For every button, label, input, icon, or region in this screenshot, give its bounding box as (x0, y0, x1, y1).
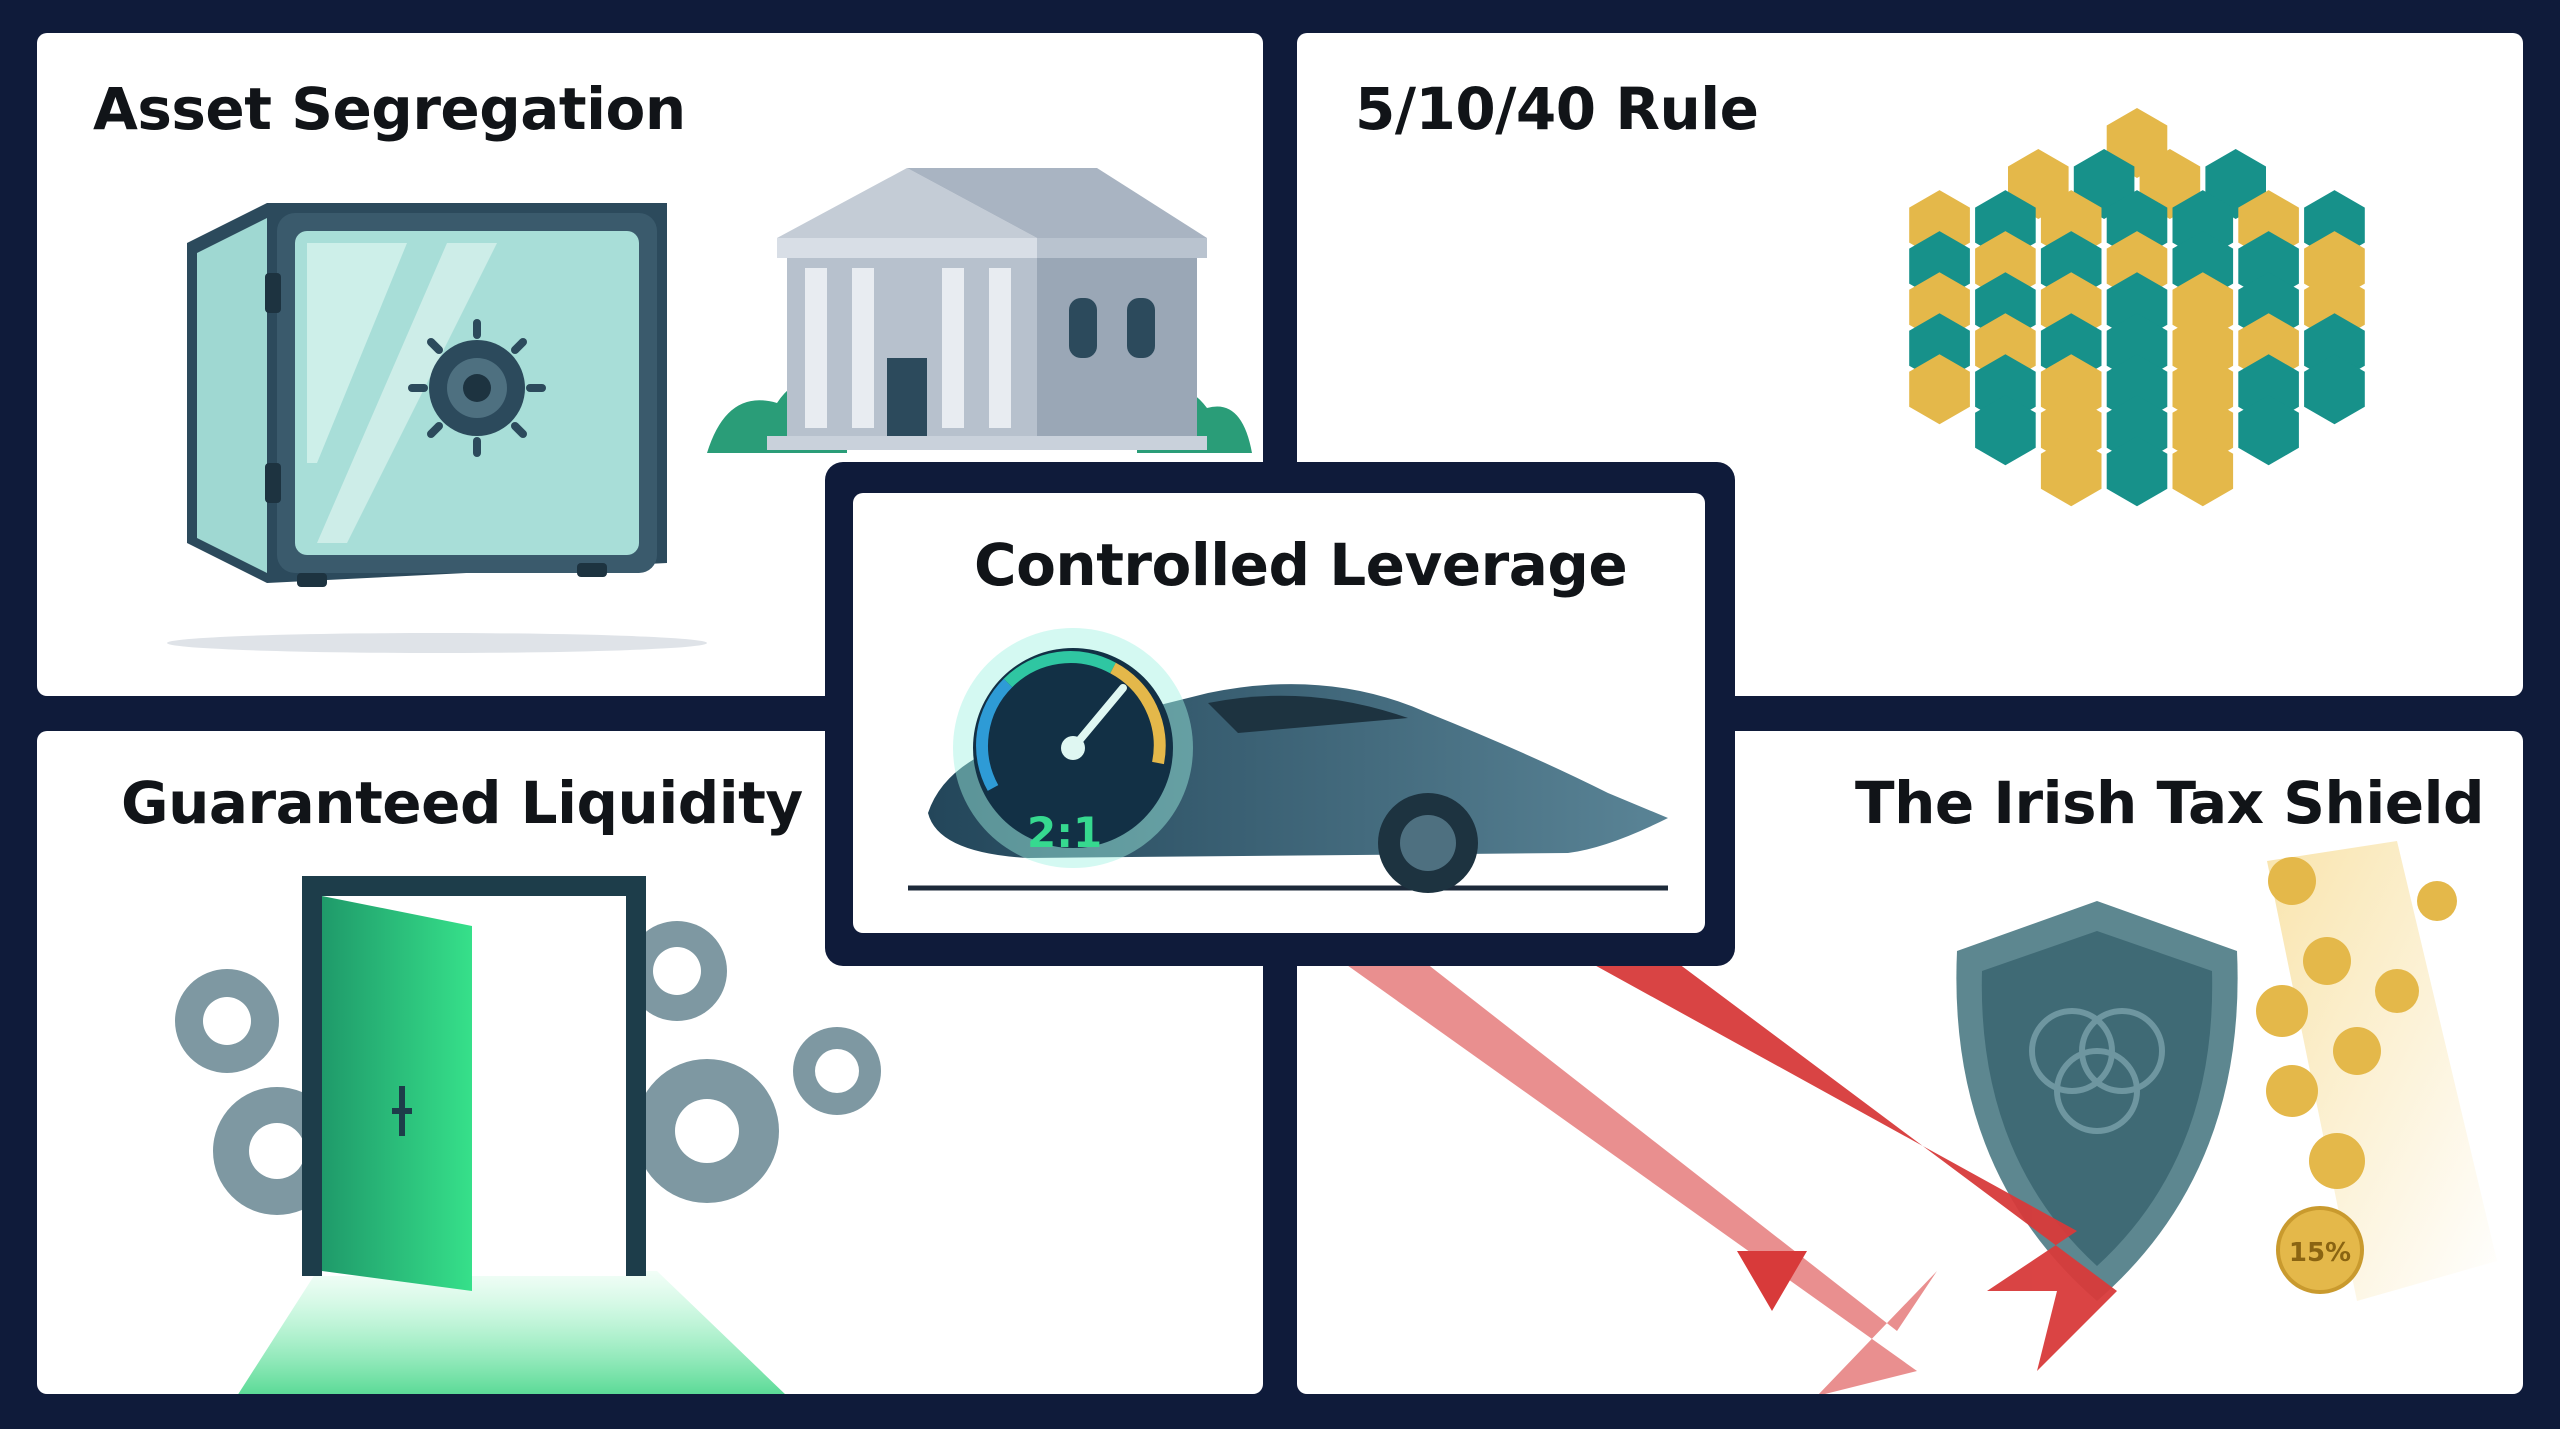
coin-icon (2256, 857, 2457, 1294)
asset-segregation-title: Asset Segregation (93, 75, 686, 143)
rule-panel: 5/10/40 Rule (1297, 33, 2523, 696)
tax-shield-title: The Irish Tax Shield (1855, 769, 2484, 837)
hexagon-cell (2172, 436, 2234, 507)
leverage-title: Controlled Leverage (974, 531, 1628, 599)
hexagon-cell (2106, 436, 2168, 507)
hexagon-cell (2238, 395, 2299, 466)
speedometer-icon (953, 628, 1193, 868)
hexagon-cell (2304, 354, 2365, 425)
safe-icon (167, 203, 707, 653)
leverage-panel: Controlled Leverage 2:1 (853, 493, 1705, 933)
open-door-icon (175, 876, 881, 1394)
hexagon-cell (2040, 436, 2102, 507)
hexagon-grid-icon (1909, 108, 2365, 507)
hexagon-cell (1909, 354, 1970, 425)
rule-title: 5/10/40 Rule (1355, 75, 1759, 143)
gauge-value: 2:1 (1027, 808, 1103, 857)
shield-icon: 15% (1956, 841, 2497, 1301)
asset-segregation-panel: Asset Segregation (37, 33, 1263, 696)
hexagon-cell (1975, 395, 2036, 466)
liquidity-title: Guaranteed Liquidity (121, 769, 803, 837)
coin-label: 15% (2289, 1238, 2351, 1268)
bank-icon (707, 168, 1252, 453)
